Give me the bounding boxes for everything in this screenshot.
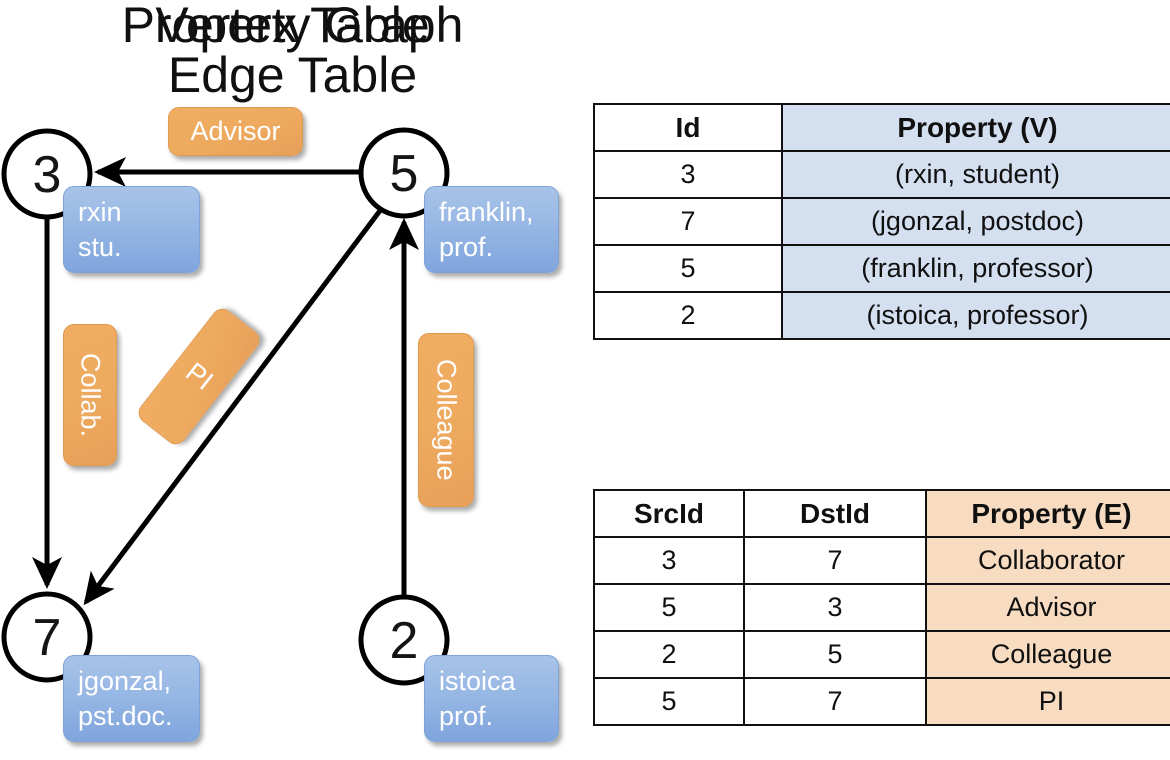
edge-table-header-property: Property (E)	[925, 489, 1170, 538]
property-graph-panel: Property Graph 3 5 7 2 Advisor Collab.	[1, 0, 559, 742]
vertex-cell-property: (rxin, student)	[781, 150, 1170, 199]
table-row[interactable]: 2 5 Colleague	[593, 630, 1170, 679]
vertex-cell-id: 7	[593, 197, 783, 246]
edge-label-colleague-text: Colleague	[431, 359, 462, 481]
edge-cell-srcid: 5	[593, 677, 745, 726]
edge-cell-dstid: 7	[743, 536, 927, 585]
edge-cell-dstid: 5	[743, 630, 927, 679]
vertex-cell-id: 2	[593, 291, 783, 340]
edge-cell-property: Collaborator	[925, 536, 1170, 585]
vertex-table-header-property: Property (V)	[781, 103, 1170, 152]
vertex-label-franklin-line1: franklin,	[439, 196, 534, 227]
edge-cell-dstid: 3	[743, 583, 927, 632]
edge-cell-srcid: 5	[593, 583, 745, 632]
edge-label-advisor[interactable]: Advisor	[168, 107, 303, 156]
vertex-table-header-id: Id	[593, 103, 783, 152]
vertex-label-rxin-line2: stu.	[78, 231, 122, 262]
edge-table-header-row: SrcId DstId Property (E)	[593, 489, 1170, 538]
edge-table-header-dstid: DstId	[743, 489, 927, 538]
table-row[interactable]: 7 (jgonzal, postdoc)	[593, 197, 1170, 246]
table-row[interactable]: 3 7 Collaborator	[593, 536, 1170, 585]
page-title-edge-table: Edge Table	[167, 47, 418, 103]
table-row[interactable]: 5 (franklin, professor)	[593, 244, 1170, 293]
vertex-label-jgonzal-line1: jgonzal,	[78, 665, 172, 696]
graph-node-3-label: 3	[33, 146, 62, 204]
table-row[interactable]: 2 (istoica, professor)	[593, 291, 1170, 340]
graph-node-2-label: 2	[390, 612, 419, 670]
vertex-label-istoica-line1: istoica	[439, 665, 516, 696]
vertex-label-jgonzal-line2: pst.doc.	[78, 700, 173, 731]
vertex-cell-id: 5	[593, 244, 783, 293]
vertex-label-rxin[interactable]: rxin stu.	[63, 186, 200, 273]
edge-label-colleague[interactable]: Colleague	[418, 333, 474, 507]
vertex-label-jgonzal[interactable]: jgonzal, pst.doc.	[63, 655, 200, 742]
page-title-vertex-table: Vertex Table	[155, 0, 430, 53]
edge-cell-property: Advisor	[925, 583, 1170, 632]
table-row[interactable]: 3 (rxin, student)	[593, 150, 1170, 199]
vertex-table: Id Property (V) 3 (rxin, student) 7 (jgo…	[593, 103, 1170, 340]
vertex-cell-property: (jgonzal, postdoc)	[781, 197, 1170, 246]
edge-cell-dstid: 7	[743, 677, 927, 726]
vertex-cell-property: (istoica, professor)	[781, 291, 1170, 340]
edge-cell-srcid: 3	[593, 536, 745, 585]
graph-node-7-label: 7	[33, 609, 62, 667]
edge-5-to-7	[83, 206, 384, 606]
vertex-table-header-row: Id Property (V)	[593, 103, 1170, 152]
table-row[interactable]: 5 3 Advisor	[593, 583, 1170, 632]
edge-cell-property: Colleague	[925, 630, 1170, 679]
edge-cell-srcid: 2	[593, 630, 745, 679]
page-title-property-graph: Property Graph	[121, 0, 464, 53]
edge-table-header-srcid: SrcId	[593, 489, 745, 538]
vertex-label-franklin[interactable]: franklin, prof.	[424, 186, 559, 273]
vertex-cell-property: (franklin, professor)	[781, 244, 1170, 293]
edge-cell-property: PI	[925, 677, 1170, 726]
edge-label-collab-text: Collab.	[75, 352, 106, 438]
vertex-label-franklin-line2: prof.	[439, 231, 494, 262]
edge-label-advisor-text: Advisor	[190, 116, 281, 146]
table-row[interactable]: 5 7 PI	[593, 677, 1170, 726]
vertex-cell-id: 3	[593, 150, 783, 199]
vertex-label-istoica[interactable]: istoica prof.	[424, 655, 559, 742]
vertex-label-istoica-line2: prof.	[439, 700, 494, 731]
vertex-label-rxin-line1: rxin	[78, 196, 122, 227]
edge-label-pi-text: PI	[180, 356, 219, 396]
edge-label-collab[interactable]: Collab.	[63, 324, 117, 466]
edge-table: SrcId DstId Property (E) 3 7 Collaborato…	[593, 489, 1170, 726]
graph-node-5-label: 5	[390, 145, 419, 203]
